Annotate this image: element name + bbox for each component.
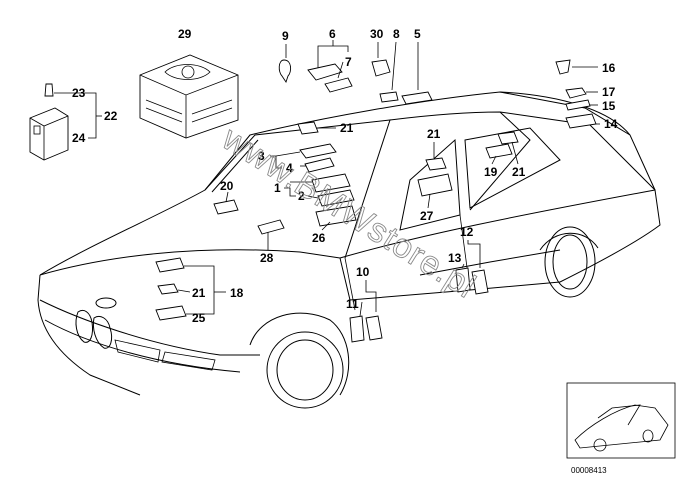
callout-14: 14	[604, 117, 618, 131]
callout-7: 7	[345, 55, 352, 69]
callout-2: 2	[298, 189, 305, 203]
part-5-lamp	[401, 91, 433, 105]
part-4-lens	[304, 157, 335, 173]
part-7-lens	[324, 77, 353, 93]
callout-26: 26	[312, 231, 326, 245]
part-13-clip-a	[455, 267, 471, 293]
part-23-bulb	[44, 83, 54, 97]
callout-25: 25	[192, 311, 206, 325]
callout-22: 22	[104, 109, 118, 123]
callout-17: 17	[602, 85, 616, 99]
leader-lines	[54, 40, 600, 317]
callout-15: 15	[602, 99, 616, 113]
callout-8: 8	[393, 27, 400, 41]
part-21-bulb-a	[297, 121, 319, 135]
callout-12: 12	[460, 225, 474, 239]
callout-5: 5	[414, 27, 421, 41]
callout-6: 6	[329, 27, 336, 41]
callouts: 29 9 6 7 30 8 5 23 22 24 16 17 15 14 21 …	[72, 27, 618, 325]
part-1-lamp	[311, 173, 351, 193]
callout-30: 30	[370, 27, 384, 41]
thumbnail-inset: 00008413	[566, 382, 676, 475]
part-8-bulb	[379, 91, 399, 103]
part-9-bulb	[278, 59, 292, 84]
part-6-lamp	[307, 63, 343, 81]
part-24-relay	[29, 107, 69, 161]
part-27-lamp	[417, 173, 453, 197]
part-17-bulb	[565, 87, 587, 99]
callout-23: 23	[72, 86, 86, 100]
callout-1: 1	[274, 181, 281, 195]
car-outline	[37, 91, 661, 409]
callout-24: 24	[72, 131, 86, 145]
part-28-lamp	[257, 219, 285, 235]
callout-3: 3	[258, 149, 265, 163]
part-2-lens	[317, 189, 355, 207]
part-16-plug	[555, 59, 571, 75]
callout-29: 29	[178, 27, 192, 41]
part-18-lamp	[155, 257, 185, 273]
part-20-lamp	[213, 199, 239, 215]
callout-18: 18	[230, 286, 244, 300]
callout-27: 27	[420, 209, 434, 223]
part-13-clip-b	[471, 269, 489, 295]
callout-4: 4	[286, 161, 293, 175]
parts	[29, 54, 597, 343]
reference-number: 00008413	[571, 466, 607, 475]
part-21-bulb-c	[497, 131, 519, 145]
callout-9: 9	[282, 29, 289, 43]
callout-20: 20	[220, 179, 234, 193]
part-3-lamp	[299, 143, 337, 159]
callout-16: 16	[602, 61, 616, 75]
part-11-clip-a	[349, 315, 365, 343]
callout-21-a: 21	[340, 121, 354, 135]
callout-21-d: 21	[192, 286, 206, 300]
part-19-lamp	[485, 143, 513, 159]
part-29-module	[139, 54, 239, 139]
callout-28: 28	[260, 251, 274, 265]
part-25-lens	[155, 305, 187, 321]
part-11-clip-b	[365, 315, 383, 341]
callout-19: 19	[484, 165, 498, 179]
callout-21-b: 21	[427, 127, 441, 141]
part-26-lamp	[315, 205, 357, 227]
callout-21-c: 21	[512, 165, 526, 179]
callout-13: 13	[448, 251, 462, 265]
part-21-bulb-d	[157, 283, 179, 295]
part-15-lens	[565, 99, 591, 111]
callout-10: 10	[356, 265, 370, 279]
callout-11: 11	[346, 297, 359, 311]
part-21-bulb-b	[425, 157, 447, 171]
part-30-switch	[371, 59, 391, 77]
